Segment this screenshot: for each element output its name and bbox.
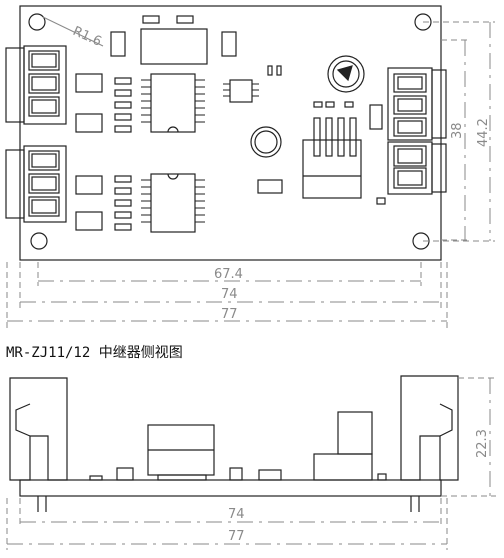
dim-label-77-top: 77 bbox=[221, 307, 238, 322]
side-ic-base bbox=[157, 474, 207, 481]
dim-label-44-2: 44.2 bbox=[476, 118, 491, 147]
smd-part bbox=[176, 15, 194, 24]
capacitor-left bbox=[75, 211, 103, 231]
pcb-board-outline bbox=[19, 5, 442, 261]
top-view bbox=[5, 5, 447, 261]
smd-part bbox=[276, 65, 282, 76]
side-crystal bbox=[258, 469, 282, 481]
drawing-caption: MR-ZJ11/12 中继器侧视图 bbox=[6, 345, 183, 361]
dim-label-74-top: 74 bbox=[221, 287, 238, 302]
top-view-vertical-dimensions bbox=[423, 21, 495, 242]
capacitor-left bbox=[75, 113, 103, 133]
mounting-hole-bottom-left bbox=[30, 232, 48, 250]
mounting-hole-top-right bbox=[414, 13, 432, 31]
capacitor-left bbox=[75, 73, 103, 93]
led-indicator bbox=[327, 55, 365, 93]
side-capacitor bbox=[116, 467, 134, 481]
crystal bbox=[257, 179, 283, 194]
resistor-array-upper bbox=[114, 77, 132, 133]
resistor-array-lower bbox=[114, 175, 132, 231]
smd-part bbox=[142, 15, 160, 24]
radius-label: R1.6 bbox=[70, 24, 103, 50]
smd-part bbox=[376, 197, 386, 205]
smd-part bbox=[344, 101, 354, 108]
right-terminal-block-top bbox=[387, 67, 447, 141]
capacitor-left bbox=[75, 175, 103, 195]
side-heatsink bbox=[313, 453, 373, 481]
side-left-terminal bbox=[9, 377, 68, 512]
capacitor bbox=[221, 31, 237, 57]
dim-label-22-3: 22.3 bbox=[475, 429, 490, 458]
right-terminal-block-bottom bbox=[387, 141, 447, 195]
ic-chip-lower bbox=[141, 173, 205, 233]
dim-label-74-side: 74 bbox=[228, 507, 245, 522]
left-terminal-block-top bbox=[5, 45, 67, 125]
ic-small bbox=[223, 79, 259, 103]
heatsink-connector bbox=[302, 117, 362, 199]
top-view-horizontal-dimensions bbox=[6, 262, 448, 328]
smd-part bbox=[267, 65, 273, 76]
side-view bbox=[9, 375, 459, 512]
radius-leader-line bbox=[42, 16, 104, 47]
round-component bbox=[250, 126, 282, 158]
dim-label-67-4: 67.4 bbox=[214, 267, 243, 282]
regulator bbox=[140, 28, 208, 65]
dim-label-38: 38 bbox=[450, 122, 465, 139]
side-small-part bbox=[89, 475, 103, 481]
side-small-part bbox=[377, 473, 387, 481]
smd-part bbox=[313, 101, 323, 108]
mounting-hole-top-left bbox=[28, 13, 46, 31]
left-terminal-block-bottom bbox=[5, 145, 67, 223]
side-capacitor bbox=[229, 467, 243, 481]
dim-label-77-side: 77 bbox=[228, 529, 245, 544]
capacitor-small bbox=[369, 104, 383, 130]
side-view-dimensions bbox=[6, 377, 496, 550]
smd-part bbox=[325, 101, 335, 108]
ic-chip-upper bbox=[141, 73, 205, 133]
capacitor bbox=[110, 31, 126, 57]
side-pcb bbox=[19, 479, 442, 497]
side-led bbox=[337, 411, 373, 455]
side-right-terminal bbox=[400, 375, 459, 512]
